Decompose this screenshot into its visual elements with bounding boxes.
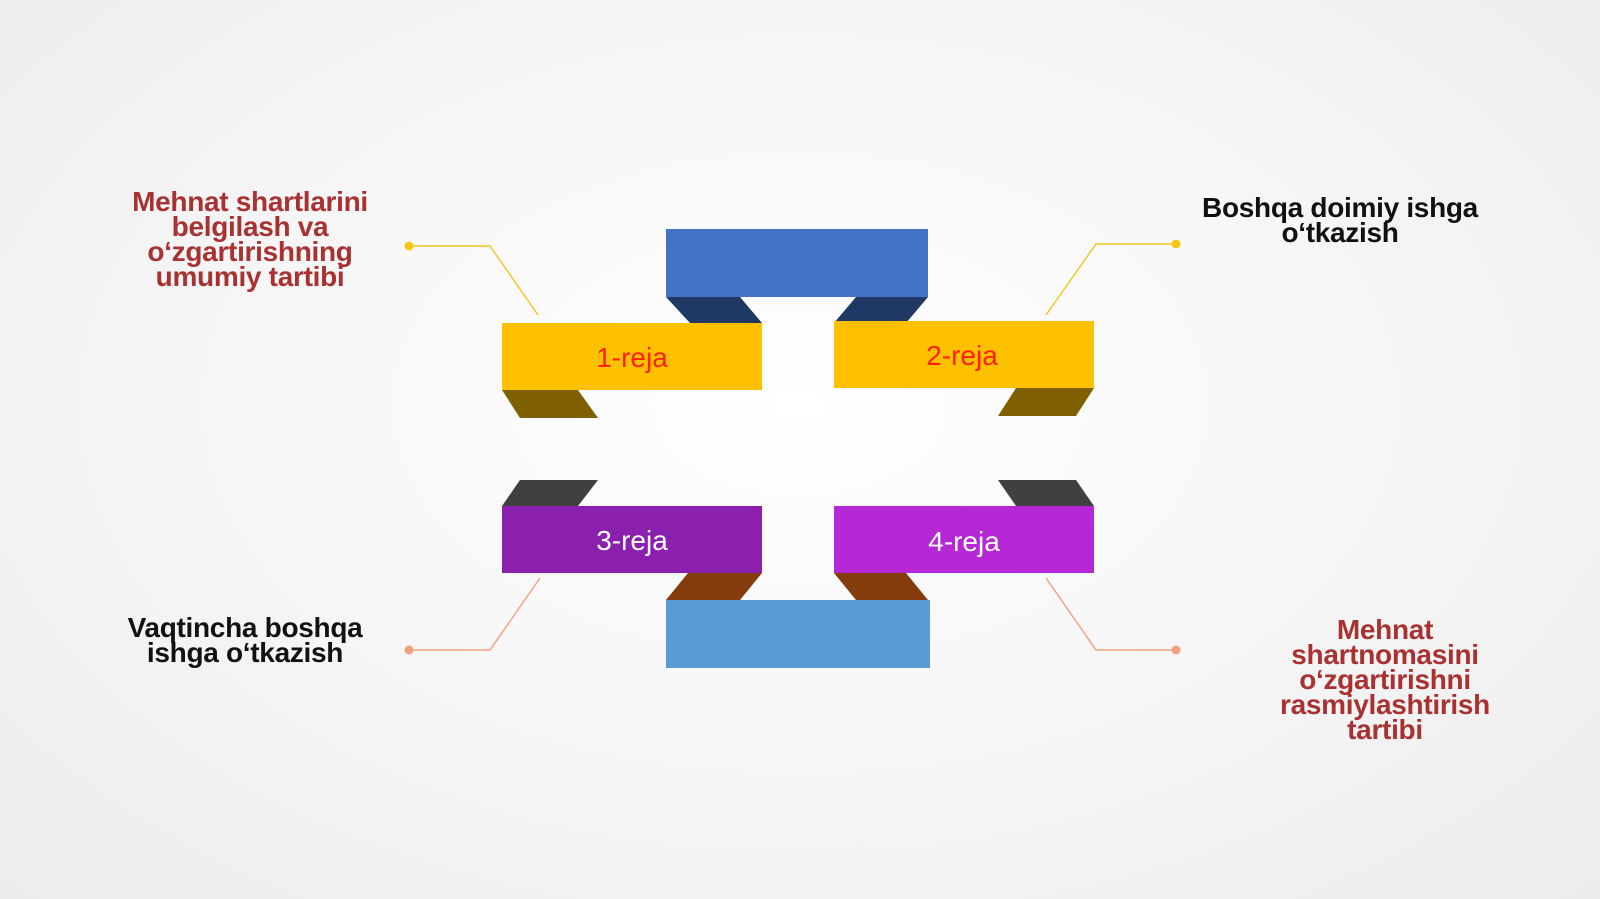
connector-3 <box>409 577 541 651</box>
connector-4-dot <box>1171 645 1181 655</box>
top-right-fold <box>834 297 928 323</box>
caption-4-line: rasmiylashtirish <box>1280 689 1490 720</box>
plan-4-box <box>834 506 1094 573</box>
caption-1-line: umumiy tartibi <box>155 261 345 292</box>
caption-2-line: Boshqa doimiy ishga <box>1202 192 1478 223</box>
plan-3-fold <box>502 480 598 506</box>
caption-3-line: Vaqtincha boshqa <box>127 612 363 643</box>
plan-3-label: 3-reja <box>596 525 668 556</box>
caption-plan-2: Boshqa doimiy ishga o‘tkazish <box>1180 192 1500 248</box>
plan-2-box <box>834 321 1094 388</box>
plan-4-fold <box>998 480 1094 506</box>
connector-1 <box>409 245 539 316</box>
top-blue-bar <box>666 229 928 297</box>
plan-1-fold <box>502 390 598 418</box>
plan-1-box <box>502 323 762 390</box>
plan-4-label: 4-reja <box>928 526 1000 557</box>
bottom-blue-bar <box>666 600 930 668</box>
bottom-right-fold <box>834 573 928 600</box>
caption-2-line: o‘tkazish <box>1281 217 1399 248</box>
caption-plan-4: Mehnat shartnomasini o‘zgartirishni rasm… <box>1240 614 1530 745</box>
caption-3-line: ishga o‘tkazish <box>146 637 344 668</box>
connector-1-dot <box>404 241 414 251</box>
plan-1-label: 1-reja <box>596 342 668 373</box>
plan-2-fold <box>998 388 1094 416</box>
caption-4-line: o‘zgartirishni <box>1299 664 1471 695</box>
caption-4-line: shartnomasini <box>1291 639 1479 670</box>
caption-1-line: belgilash va <box>171 211 329 242</box>
connector-3-dot <box>404 645 414 655</box>
connector-4 <box>1045 577 1176 651</box>
plan-3-box <box>502 506 762 573</box>
caption-4-line: tartibi <box>1347 714 1423 745</box>
plan-2-label: 2-reja <box>926 340 998 371</box>
caption-1-line: Mehnat shartlarini <box>132 186 368 217</box>
caption-1-line: o‘zgartirishning <box>147 236 353 267</box>
caption-plan-3: Vaqtincha boshqa ishga o‘tkazish <box>100 612 390 668</box>
connector-2-dot <box>1171 239 1181 249</box>
caption-plan-1: Mehnat shartlarini belgilash va o‘zgarti… <box>110 186 390 292</box>
connector-2 <box>1045 243 1176 316</box>
caption-4-line: Mehnat <box>1336 614 1434 645</box>
bottom-left-fold <box>666 573 762 600</box>
top-left-fold <box>666 297 762 323</box>
